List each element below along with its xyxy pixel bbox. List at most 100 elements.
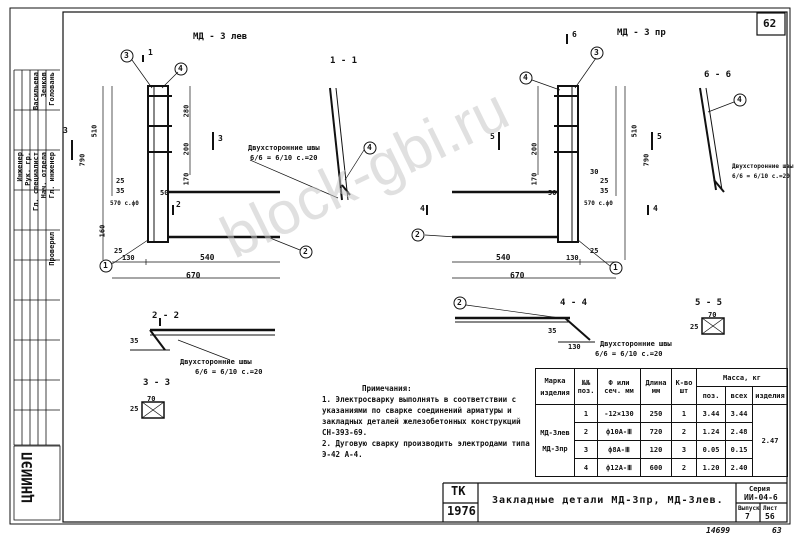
mass-pos-cell: 3.44	[696, 404, 726, 423]
callout-2: 2	[457, 298, 462, 307]
dim-50: 50	[548, 189, 557, 197]
callout-4: 4	[523, 73, 528, 82]
view-md3-right	[411, 34, 653, 279]
length-cell: 720	[640, 422, 672, 441]
sheet-label: Лист	[763, 505, 778, 512]
section-5-5	[701, 317, 725, 335]
section-cell: -12×130	[597, 404, 641, 423]
qty-cell: 2	[671, 422, 697, 441]
length-cell: 600	[640, 458, 672, 477]
mark-left: МД-3лев	[540, 428, 570, 437]
section-cell: ф12А-Ⅲ	[597, 458, 641, 477]
year-label: 1976	[447, 504, 476, 518]
weld-label: Двухсторонние швы	[732, 163, 794, 170]
pos-cell: 1	[574, 404, 598, 423]
th-length: Длина мм	[640, 368, 672, 405]
dim-25: 25	[114, 247, 123, 255]
dim-25: 25	[690, 323, 699, 331]
dim-570: 570 с.ф0	[110, 200, 139, 207]
dim-160: 160	[98, 224, 107, 238]
sheet-value: 56	[765, 512, 775, 521]
sidebar-signature: Зенков	[40, 72, 48, 98]
title-block-frame	[442, 482, 787, 522]
dim-30: 30	[590, 168, 599, 176]
callout-3: 3	[594, 48, 599, 57]
table-row: 2 ф10А-Ⅲ 720 2 1.24 2.48	[536, 422, 788, 441]
callout-3: 3	[124, 51, 129, 60]
dim-35: 35	[130, 337, 139, 345]
pos-cell: 3	[574, 440, 598, 459]
dim-510: 510	[90, 124, 99, 138]
weld-label: Двухсторонние швы	[180, 358, 252, 366]
mass-pos-cell: 0.05	[696, 440, 726, 459]
mark-right: МД-3пр	[542, 444, 568, 453]
section-title-3-3: 3 - 3	[143, 378, 171, 388]
table-row: 4 ф12А-Ⅲ 600 2 1.20 2.40	[536, 458, 788, 477]
mass-all-cell: 0.15	[725, 440, 753, 459]
mass-all-cell: 2.48	[725, 422, 753, 441]
table-row: МД-3лев МД-3пр 1 -12×130 250 1 3.44 3.44…	[535, 404, 788, 477]
dim-540: 540	[496, 253, 511, 262]
callout-2: 2	[415, 230, 420, 239]
series-label: Серия	[749, 485, 771, 493]
sidebar-signature: Васильева	[32, 72, 40, 110]
section-6-6	[699, 87, 747, 193]
callout-2: 2	[303, 247, 308, 256]
dim-170: 170	[530, 172, 539, 186]
spec-table: Марка изделия №№ поз. Ф или сеч. мм Длин…	[535, 368, 788, 477]
dim-25: 25	[116, 177, 125, 185]
section-marker-5: 5	[490, 132, 495, 141]
section-3-3	[141, 401, 165, 419]
dim-790: 790	[78, 153, 87, 167]
th-pos: №№ поз.	[574, 368, 598, 405]
section-marker-4: 4	[420, 204, 425, 213]
section-marker-3: 3	[218, 134, 223, 143]
qty-cell: 1	[671, 404, 697, 423]
callout-4: 4	[367, 143, 372, 152]
pos-cell: 2	[574, 422, 598, 441]
section-marker-3: 3	[63, 126, 68, 135]
th-mass-group: Масса, кг	[696, 368, 788, 387]
section-marker-4: 4	[653, 204, 658, 213]
section-marker-5: 5	[657, 132, 662, 141]
weld-label: Двухсторонние швы	[600, 340, 672, 348]
section-title-2-2: 2 - 2	[152, 311, 180, 321]
section-title-4-4: 4 - 4	[560, 298, 588, 308]
sidebar-stamp	[13, 69, 61, 521]
dim-130: 130	[122, 254, 135, 262]
sidebar-role: Гл. инженер	[48, 152, 56, 199]
mass-pos-cell: 1.24	[696, 422, 726, 441]
footer-code: 14699	[706, 526, 731, 535]
sidebar-logo: ЦНИИЭП	[20, 452, 36, 503]
dim-170: 170	[182, 172, 191, 186]
section-marker-1: 1	[148, 48, 153, 57]
th-mass-item: изделия	[752, 386, 788, 405]
dim-280: 280	[182, 104, 191, 118]
notes-heading: Примечания:	[362, 384, 412, 393]
view-title-right: МД - 3 пр	[617, 28, 666, 38]
dim-130: 130	[568, 343, 581, 351]
mark-cell: МД-3лев МД-3пр	[535, 404, 575, 477]
dim-670: 670	[186, 271, 201, 280]
length-cell: 120	[640, 440, 672, 459]
th-section: Ф или сеч. мм	[597, 368, 641, 405]
dim-130: 130	[566, 254, 579, 262]
dim-35: 35	[600, 187, 609, 195]
issue-value: 7	[745, 512, 750, 521]
sidebar-role: Нач. отдела	[40, 152, 48, 199]
weld-formula: 6/6 = 6/10 c.=20	[250, 154, 318, 162]
sidebar-signature: Головань	[48, 72, 56, 106]
dim-35: 35	[548, 327, 557, 335]
dim-25: 25	[600, 177, 609, 185]
page-number: 62	[763, 17, 777, 30]
dim-50: 50	[160, 189, 169, 197]
dim-25: 25	[590, 247, 599, 255]
sidebar-role: Гл. специалист	[32, 152, 40, 212]
section-title-6-6: 6 - 6	[704, 70, 732, 80]
section-cell: ф10А-Ⅲ	[597, 422, 641, 441]
section-marker-6: 6	[572, 30, 577, 39]
view-title-left: МД - 3 лев	[193, 32, 248, 42]
mass-pos-cell: 1.20	[696, 458, 726, 477]
notes-block: Примечания: 1. Электросварку выполнять в…	[322, 383, 532, 460]
callout-1: 1	[613, 263, 618, 272]
